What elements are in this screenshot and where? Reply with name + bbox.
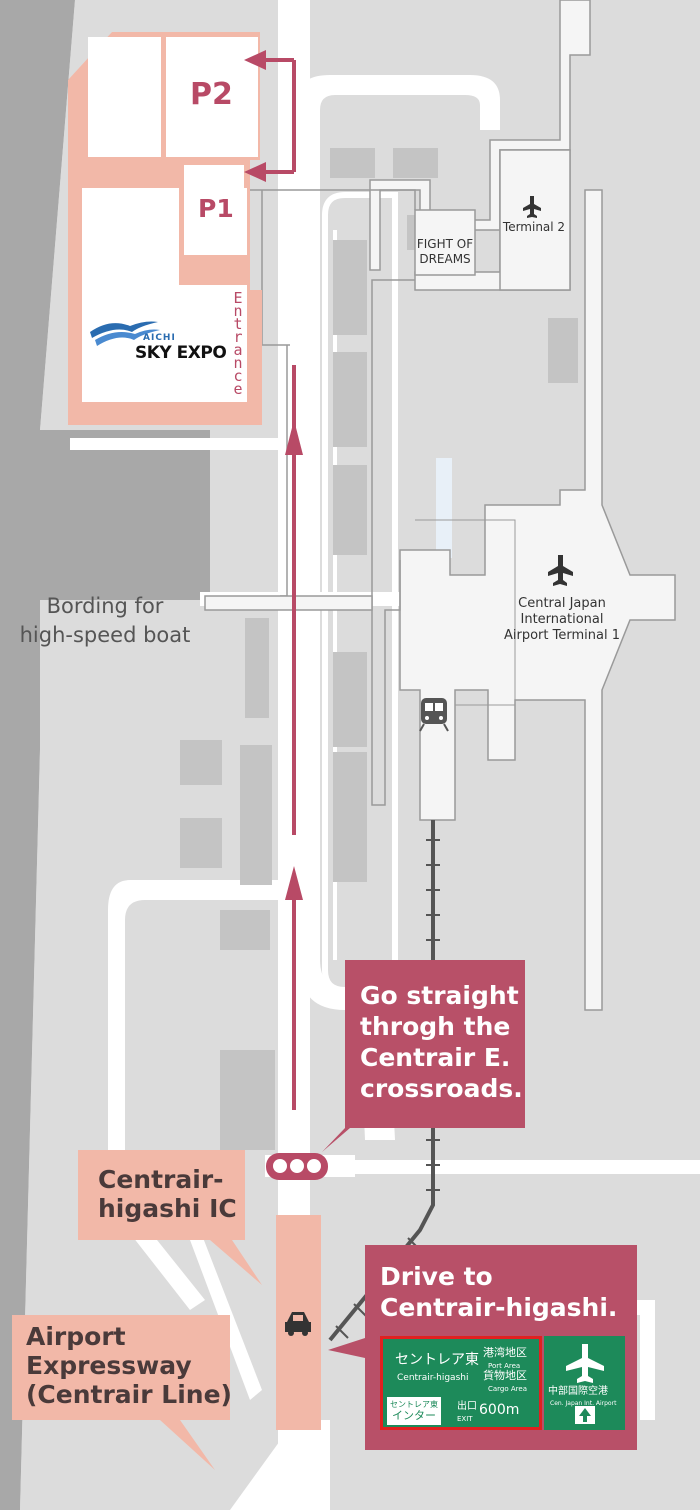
ic-label: Centrair- higashi IC: [98, 1165, 237, 1223]
exit-sign: セントレア東 Centrair-higashi 港湾地区 Port Area 貨…: [380, 1336, 542, 1430]
sign-plane-icon: [566, 1344, 604, 1424]
entrance-label: Entrance: [233, 289, 243, 398]
fight-of-dreams-label: FIGHT OF DREAMS: [416, 237, 474, 266]
building-blocks: [180, 148, 578, 1150]
expo-logo-waves: [90, 321, 160, 346]
terminal1-plane-icon: [548, 555, 573, 586]
sea-area: [0, 0, 75, 1510]
p1-label: P1: [198, 194, 234, 223]
expo-logo-name: SKY EXPO: [135, 343, 227, 363]
terminal1-label: Central Japan International Airport Term…: [504, 596, 620, 643]
expo-logo-small: AICHI: [143, 333, 176, 343]
terminal2-label: Terminal 2: [502, 220, 566, 234]
terminal2-plane-icon: [523, 196, 541, 218]
fight-of-dreams-building: [414, 209, 476, 276]
ic-plate: セントレア東 インター: [387, 1397, 441, 1425]
ic-label-box: [78, 1150, 262, 1285]
p2-lot: [166, 37, 258, 157]
terminal2-building: [499, 149, 571, 291]
drive-callout-text: Drive to Centrair-higashi.: [380, 1262, 618, 1322]
terminal1-building: [399, 189, 676, 1011]
expressway-label: Airport Expressway (Centrair Line): [26, 1322, 232, 1409]
train-icon: [419, 698, 449, 732]
straight-callout-text: Go straight throgh the Centrair E. cross…: [360, 981, 523, 1103]
straight-callout-box: [322, 960, 525, 1152]
p2-label: P2: [190, 77, 233, 112]
airport-sign: 中部国際空港 Cen. Japan Int. Airport: [544, 1336, 625, 1430]
expressway-label-box: [12, 1315, 230, 1470]
route-arrowheads: [244, 50, 303, 900]
car-icon: [285, 1312, 311, 1336]
boat-label: Bording for high-speed boat: [19, 594, 191, 647]
